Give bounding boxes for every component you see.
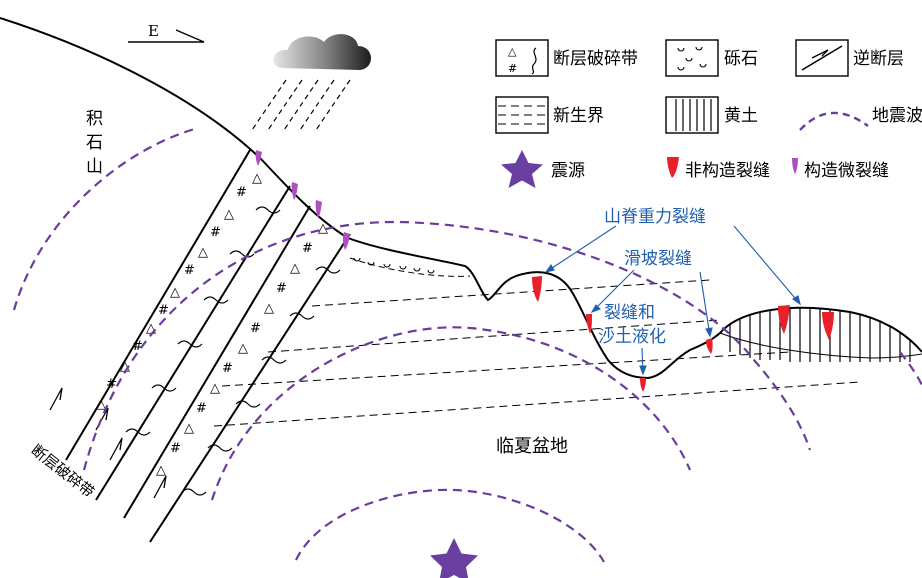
nontectonic-cracks (532, 276, 834, 392)
fault-arrow-icon (153, 475, 167, 499)
svg-text:#: # (222, 361, 233, 376)
svg-text:△: △ (252, 171, 262, 186)
red-crack-icon (667, 157, 679, 178)
liquefaction-label-line1: 裂缝和 (604, 303, 655, 323)
svg-text:△: △ (170, 285, 180, 300)
legend-cenozoic: 新生界 (495, 96, 604, 134)
legend-seismic-wave: 地震波 (799, 106, 922, 131)
svg-text:△: △ (120, 359, 130, 374)
terrain-surface (0, 17, 922, 380)
basin-label: 临夏盆地 (496, 436, 568, 457)
annotation-arrows (544, 225, 801, 376)
rain-cloud (251, 34, 372, 131)
legend-reverse-fault-label: 逆断层 (853, 49, 904, 69)
legend-reverse-fault: 逆断层 (795, 39, 904, 77)
gravel-symbol-icon (677, 46, 707, 71)
legend: △ # 断层破碎带 砾石 逆断层 (495, 39, 922, 188)
legend-fault-zone: △ # 断层破碎带 (495, 39, 638, 77)
legend-gravel-label: 砾石 (724, 49, 758, 69)
purple-crack-icon (792, 158, 798, 174)
legend-nontectonic-crack: 非构造裂缝 (667, 157, 770, 181)
rain-icon (251, 79, 351, 131)
mountain-label-char-3: 山 (86, 157, 103, 177)
fault-zone-2-wavy (181, 266, 341, 496)
compass-arrow-icon (128, 29, 205, 43)
dashed-lines-symbol-icon (498, 105, 546, 125)
svg-text:#: # (210, 225, 221, 240)
fault-zone-1-breccia: △# △# △# △# △# △# △ (96, 171, 262, 412)
seismic-wave-symbol-icon (799, 111, 869, 131)
gravel-deposit (353, 257, 435, 274)
tectonic-microcracks (255, 150, 350, 250)
gravel-base-line (349, 257, 471, 277)
svg-text:#: # (276, 281, 287, 296)
svg-text:△: △ (264, 301, 274, 316)
mountain-label: 积 石 山 (86, 109, 103, 177)
legend-epicenter-label: 震源 (551, 161, 585, 181)
legend-cenozoic-label: 新生界 (553, 106, 604, 126)
svg-text:#: # (132, 339, 143, 354)
svg-text:△: △ (318, 221, 328, 236)
svg-text:#: # (158, 303, 169, 318)
breccia-symbol-icon: # (508, 62, 517, 75)
vertical-lines-symbol-icon (675, 99, 712, 131)
epicenter-star-icon (430, 538, 478, 578)
compass-east: E (128, 22, 205, 43)
cloud-icon (273, 34, 372, 70)
legend-gravel: 砾石 (665, 39, 758, 77)
landslide-crack-label: 滑坡裂缝 (624, 249, 692, 269)
cenozoic-strata (213, 279, 861, 427)
fault-zone-1-wavy (125, 206, 281, 436)
triangle-symbol-icon: △ (508, 45, 517, 58)
svg-text:#: # (170, 441, 181, 456)
fault-zone-lines (65, 149, 351, 543)
svg-text:△: △ (290, 261, 300, 276)
fault-arrow-icon (49, 387, 63, 411)
svg-text:△: △ (96, 397, 106, 412)
svg-text:△: △ (184, 421, 194, 436)
liquefaction-label-line2: 沙土液化 (598, 327, 666, 347)
fault-zone-2-breccia: △# △# △# △# △# △# △ (156, 221, 328, 478)
svg-text:△: △ (198, 245, 208, 260)
legend-seismic-wave-label: 地震波 (872, 106, 922, 126)
ridge-crack-label: 山脊重力裂缝 (604, 207, 706, 227)
legend-epicenter: 震源 (501, 150, 585, 188)
star-icon (501, 150, 543, 188)
legend-loess: 黄土 (665, 96, 758, 134)
loess-deposit (729, 307, 911, 362)
svg-text:△: △ (224, 207, 234, 222)
svg-text:△: △ (210, 381, 220, 396)
svg-text:#: # (196, 401, 207, 416)
svg-text:△: △ (146, 321, 156, 336)
svg-text:#: # (250, 321, 261, 336)
legend-loess-label: 黄土 (724, 106, 758, 126)
svg-text:#: # (236, 185, 247, 200)
svg-text:△: △ (238, 341, 248, 356)
fault-zone-side-label: 断层破碎带 (28, 441, 98, 501)
fault-arrow-icon (109, 437, 123, 461)
svg-text:#: # (184, 263, 195, 278)
compass-label: E (148, 22, 159, 40)
svg-text:#: # (106, 377, 117, 392)
legend-fault-zone-label: 断层破碎带 (553, 49, 638, 69)
mountain-label-char-1: 积 (86, 109, 103, 129)
legend-nontectonic-crack-label: 非构造裂缝 (685, 161, 770, 181)
mountain-label-char-2: 石 (86, 133, 103, 153)
svg-text:△: △ (156, 463, 166, 478)
legend-tectonic-microcrack-label: 构造微裂缝 (804, 161, 889, 181)
legend-tectonic-microcrack: 构造微裂缝 (792, 158, 889, 181)
reverse-fault-arrow-icon (811, 49, 829, 59)
svg-text:#: # (302, 241, 313, 256)
seismic-waves (12, 126, 922, 563)
